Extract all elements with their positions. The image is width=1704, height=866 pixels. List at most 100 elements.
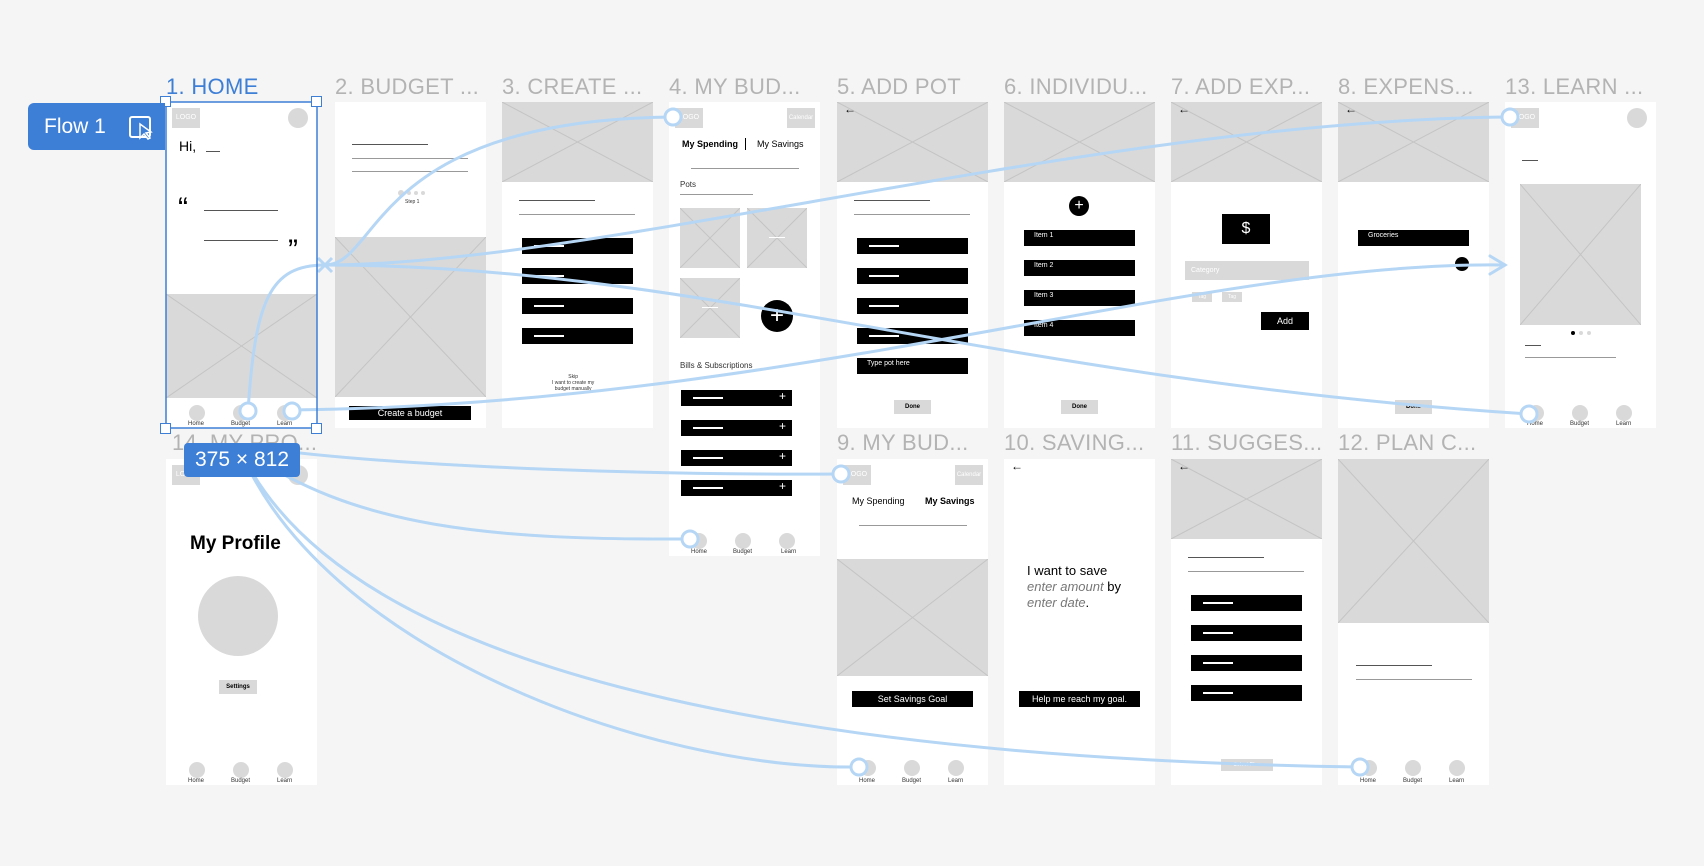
amount-input[interactable]: enter amount: [1027, 579, 1104, 594]
play-icon[interactable]: [127, 113, 155, 141]
pot-name-input[interactable]: Type pot here: [857, 358, 968, 374]
frame-my-savings[interactable]: LOGO Calendar My Spending My Savings Set…: [837, 459, 988, 785]
create-budget-button[interactable]: Create a budget: [349, 406, 471, 420]
home-nav-icon[interactable]: [1528, 405, 1544, 421]
budget-nav-icon[interactable]: [1405, 760, 1421, 776]
bill-bar[interactable]: +: [681, 389, 792, 406]
tag-chip[interactable]: Tag: [1222, 292, 1242, 302]
frame-learn[interactable]: LOGO Home Budget Learn: [1505, 102, 1656, 428]
tab-spending[interactable]: My Spending: [682, 139, 738, 149]
option-bar[interactable]: [1191, 685, 1302, 701]
calendar-button[interactable]: Calendar: [787, 108, 815, 128]
tab-savings[interactable]: My Savings: [925, 496, 975, 506]
item-bar[interactable]: Item 2: [1024, 260, 1135, 276]
item-bar[interactable]: Item 3: [1024, 290, 1135, 306]
resize-handle[interactable]: [311, 96, 322, 107]
option-bar[interactable]: [857, 298, 968, 314]
option-bar[interactable]: [1191, 655, 1302, 671]
learn-nav-icon[interactable]: [779, 533, 795, 549]
option-bar[interactable]: [1191, 625, 1302, 641]
item-bar[interactable]: Item 4: [1024, 320, 1135, 336]
skip-link[interactable]: Skip I want to create my budget manually: [552, 374, 595, 392]
option-bar[interactable]: [522, 238, 633, 254]
resize-handle[interactable]: [160, 96, 171, 107]
back-arrow-icon[interactable]: ←: [1178, 102, 1190, 116]
done-button[interactable]: Done: [1061, 400, 1098, 414]
frame-suggest[interactable]: ← Select Plan: [1171, 459, 1322, 785]
option-bar[interactable]: [857, 328, 968, 344]
close-icon[interactable]: [288, 108, 308, 128]
expense-bar[interactable]: Groceries: [1358, 230, 1469, 246]
frame-profile[interactable]: LOGO My Profile Settings Home Budget Lea…: [166, 459, 317, 785]
item-bar[interactable]: Item 1: [1024, 230, 1135, 246]
frame-plan[interactable]: Home Budget Learn: [1338, 459, 1489, 785]
option-bar[interactable]: [857, 238, 968, 254]
tag-chip[interactable]: Tag: [1192, 292, 1212, 302]
budget-nav-icon[interactable]: [735, 533, 751, 549]
back-arrow-icon[interactable]: ←: [1345, 102, 1357, 116]
help-reach-goal-button[interactable]: Help me reach my goal.: [1019, 691, 1140, 707]
frame-title-learn[interactable]: 13. LEARN ...: [1505, 74, 1644, 99]
learn-nav-icon[interactable]: [1616, 405, 1632, 421]
back-arrow-icon[interactable]: ←: [1178, 459, 1190, 473]
frame-expense[interactable]: ← Groceries Done: [1338, 102, 1489, 428]
frame-title-home[interactable]: 1. HOME: [166, 74, 259, 99]
frame-title-my-savings[interactable]: 9. MY BUD...: [837, 430, 969, 455]
calendar-button[interactable]: Calendar: [955, 465, 983, 485]
frame-my-budget[interactable]: LOGO Calendar My Spending My Savings Pot…: [669, 102, 820, 556]
add-pot-button[interactable]: +: [761, 300, 793, 332]
frame-title-add-pot[interactable]: 5. ADD POT: [837, 74, 962, 99]
home-nav-icon[interactable]: [189, 405, 205, 421]
back-arrow-icon[interactable]: ←: [844, 102, 856, 116]
select-plan-button[interactable]: Select Plan: [1221, 759, 1273, 771]
option-bar[interactable]: [1191, 595, 1302, 611]
flow-start-badge[interactable]: Flow 1: [28, 103, 165, 150]
option-bar[interactable]: [522, 268, 633, 284]
frame-title-suggest[interactable]: 11. SUGGES...: [1171, 430, 1323, 455]
back-arrow-icon[interactable]: ←: [1011, 459, 1023, 473]
learn-nav-icon[interactable]: [277, 405, 293, 421]
frame-add-pot[interactable]: ← Type pot here Done: [837, 102, 988, 428]
frame-home[interactable]: LOGO Hi, “ ” Home Budget Learn: [166, 102, 317, 428]
home-nav-icon[interactable]: [860, 760, 876, 776]
frame-title-saving[interactable]: 10. SAVING...: [1004, 430, 1145, 455]
budget-nav-icon[interactable]: [1572, 405, 1588, 421]
bill-bar[interactable]: +: [681, 419, 792, 436]
bill-bar[interactable]: +: [681, 479, 792, 496]
frame-title-individual[interactable]: 6. INDIVIDU...: [1004, 74, 1148, 99]
set-savings-goal-button[interactable]: Set Savings Goal: [852, 691, 973, 707]
add-item-button[interactable]: +: [1069, 196, 1089, 216]
frame-title-plan[interactable]: 12. PLAN C...: [1338, 430, 1477, 455]
frame-budget[interactable]: Step 1 Create a budget: [335, 102, 486, 428]
home-nav-icon[interactable]: [691, 533, 707, 549]
done-button[interactable]: Done: [894, 400, 931, 414]
frame-title-expense[interactable]: 8. EXPENS...: [1338, 74, 1474, 99]
frame-create[interactable]: Skip I want to create my budget manually: [502, 102, 653, 428]
learn-nav-icon[interactable]: [1449, 760, 1465, 776]
avatar[interactable]: [198, 576, 278, 656]
pot-card[interactable]: [747, 208, 807, 268]
pot-card[interactable]: [680, 208, 740, 268]
frame-title-my-budget[interactable]: 4. MY BUD...: [669, 74, 801, 99]
tab-savings[interactable]: My Savings: [757, 139, 804, 149]
date-input[interactable]: enter date: [1027, 595, 1086, 610]
frame-title-budget[interactable]: 2. BUDGET ...: [335, 74, 480, 99]
currency-icon[interactable]: $: [1222, 214, 1270, 244]
home-nav-icon[interactable]: [1361, 760, 1377, 776]
resize-handle[interactable]: [311, 423, 322, 434]
hotspot-icon[interactable]: [1455, 257, 1469, 271]
frame-title-create[interactable]: 3. CREATE ...: [502, 74, 643, 99]
add-button[interactable]: Add: [1261, 312, 1309, 330]
settings-button[interactable]: Settings: [219, 680, 257, 694]
resize-handle[interactable]: [160, 423, 171, 434]
learn-nav-icon[interactable]: [948, 760, 964, 776]
option-bar[interactable]: [522, 328, 633, 344]
budget-nav-icon[interactable]: [233, 405, 249, 421]
done-button[interactable]: Done: [1395, 400, 1432, 414]
option-bar[interactable]: [522, 298, 633, 314]
budget-nav-icon[interactable]: [233, 762, 249, 778]
frame-title-add-expense[interactable]: 7. ADD EXP...: [1171, 74, 1311, 99]
tab-spending[interactable]: My Spending: [852, 496, 905, 506]
home-nav-icon[interactable]: [189, 762, 205, 778]
close-icon[interactable]: [1627, 108, 1647, 128]
